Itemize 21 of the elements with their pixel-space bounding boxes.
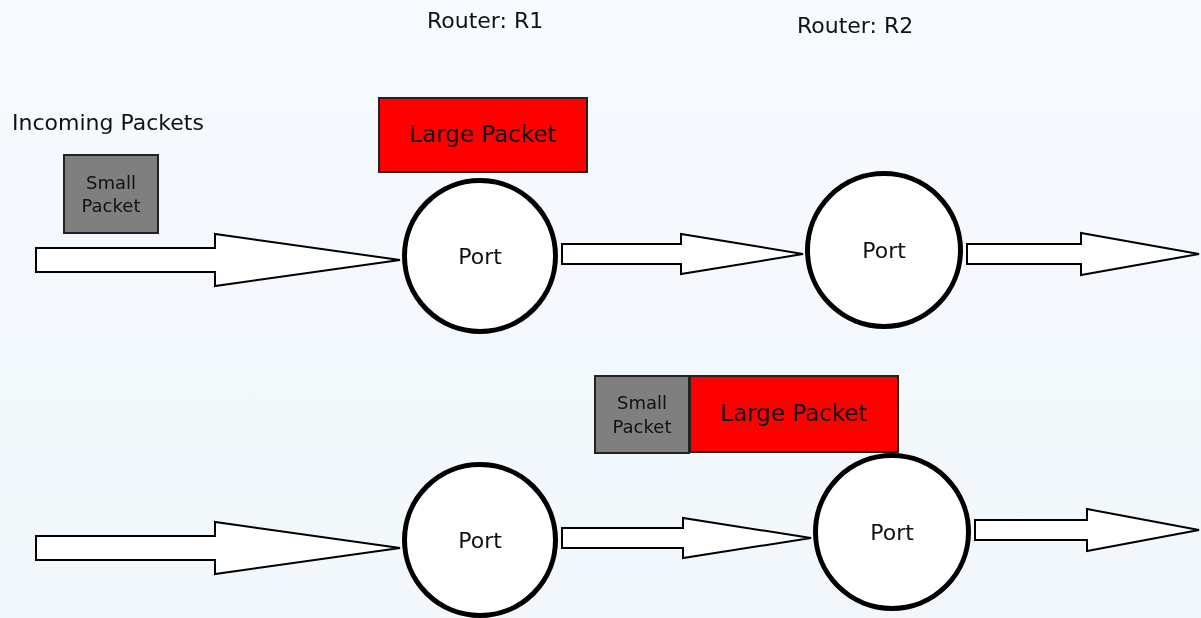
node-text: Large Packet: [409, 120, 557, 150]
node-text: Port: [862, 237, 906, 263]
label-text: Router: R1: [427, 8, 544, 33]
block-arrow: [966, 231, 1200, 277]
block-arrow: [35, 232, 401, 288]
node-text: Port: [870, 519, 914, 545]
label-text: Router: R2: [797, 13, 914, 38]
small-packet-box: [63, 154, 159, 234]
small-packet-box: [594, 375, 690, 454]
node-text: Port: [458, 243, 502, 269]
node-text: Port: [458, 527, 502, 553]
block-arrow: [35, 520, 401, 576]
node-text: Small Packet: [80, 170, 142, 218]
block-arrow: [561, 232, 804, 276]
node-text: Large Packet: [720, 399, 868, 429]
large-packet-box: [689, 375, 899, 453]
block-arrow: [974, 507, 1200, 553]
node-text: Small Packet: [611, 391, 673, 438]
label-text: Incoming Packets: [12, 110, 204, 135]
block-arrow: [561, 516, 812, 560]
large-packet-box: [378, 97, 588, 173]
